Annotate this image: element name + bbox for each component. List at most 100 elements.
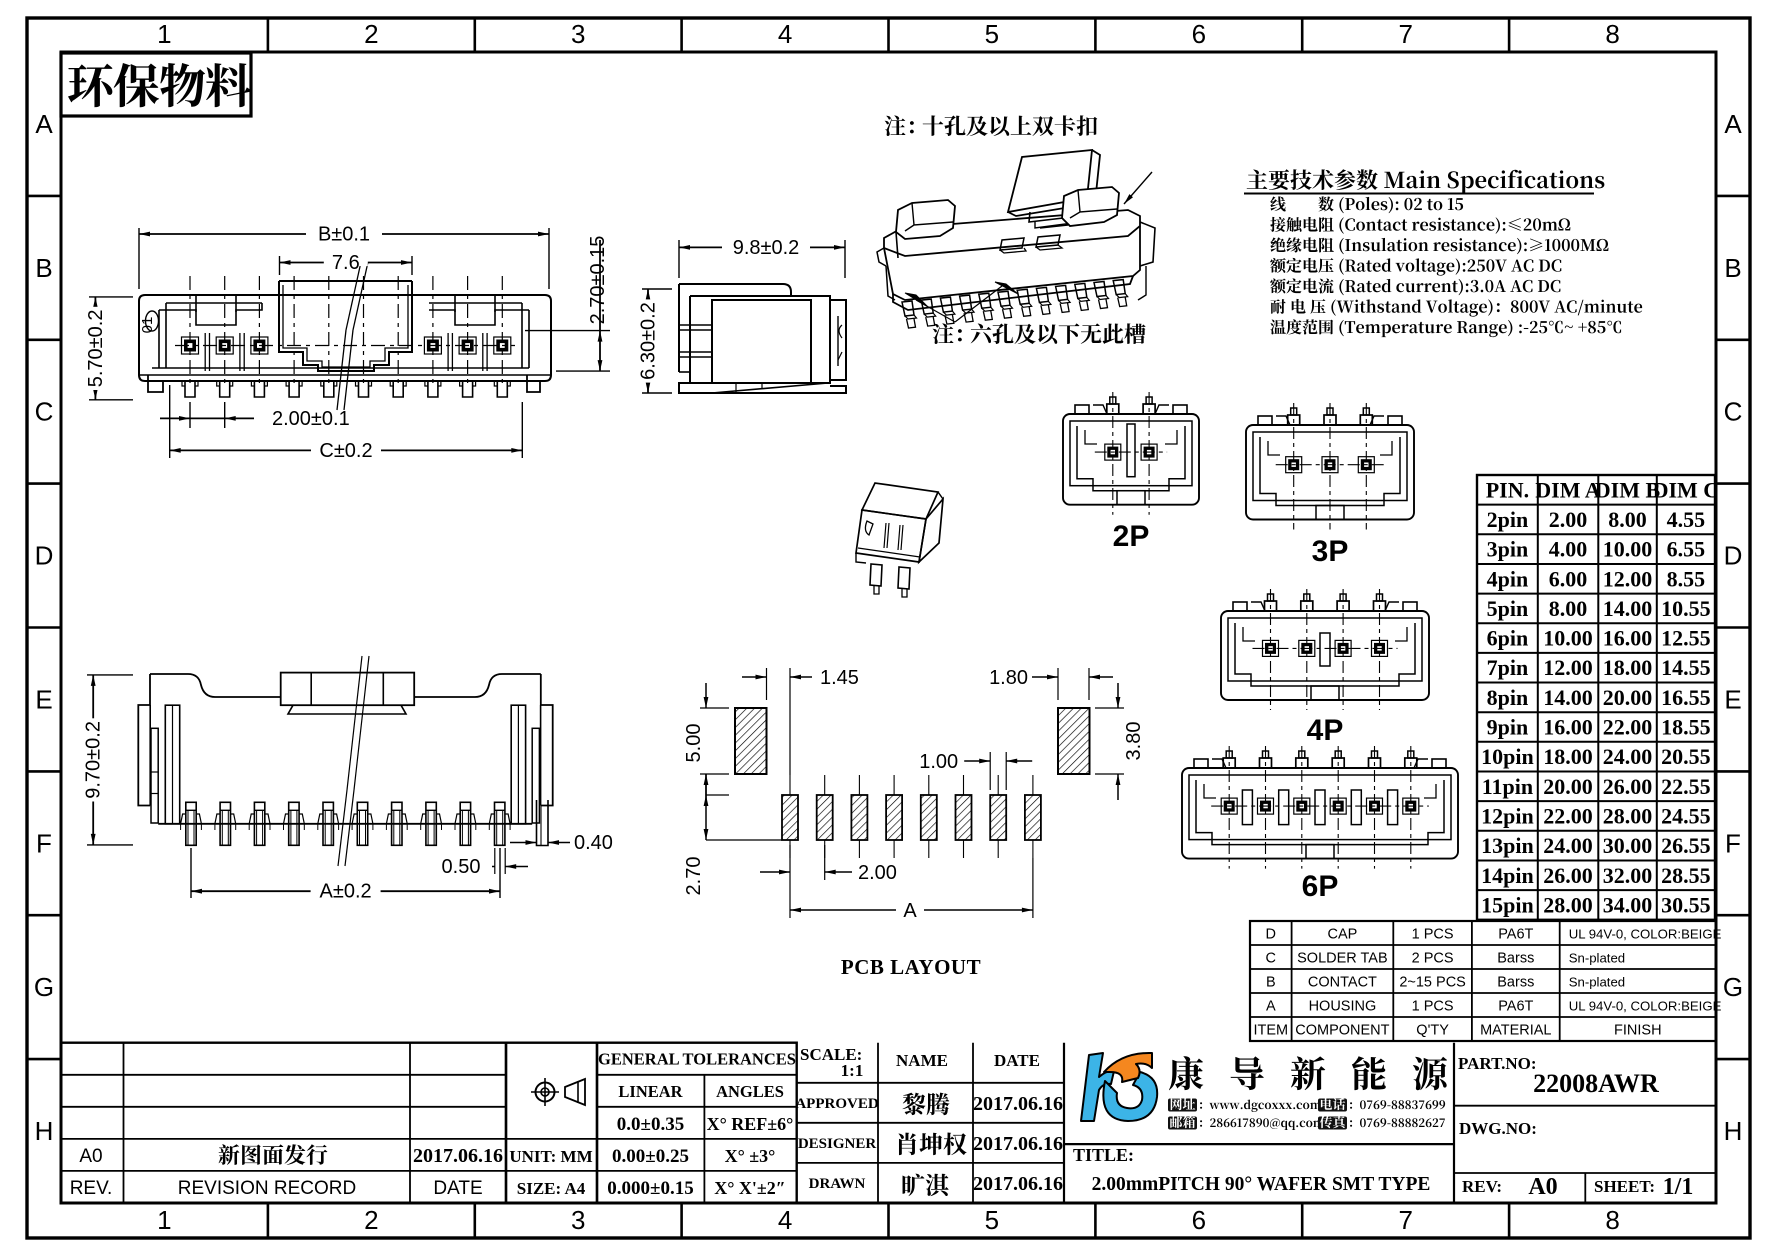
svg-text:NAME: NAME bbox=[896, 1051, 948, 1070]
svg-text:2 PCS: 2 PCS bbox=[1412, 951, 1454, 967]
svg-text:H: H bbox=[35, 1116, 54, 1146]
svg-text:13pin: 13pin bbox=[1481, 833, 1534, 858]
svg-text:34.00: 34.00 bbox=[1603, 892, 1653, 917]
svg-text:15pin: 15pin bbox=[1481, 892, 1534, 917]
svg-text:5.00: 5.00 bbox=[683, 724, 705, 763]
svg-text:HOUSING: HOUSING bbox=[1309, 999, 1377, 1015]
svg-text:PA6T: PA6T bbox=[1498, 927, 1533, 943]
svg-text:D: D bbox=[35, 541, 54, 571]
svg-text:20.55: 20.55 bbox=[1661, 744, 1711, 769]
svg-text:16.00: 16.00 bbox=[1543, 715, 1593, 740]
svg-text:REV:: REV: bbox=[1462, 1177, 1502, 1196]
svg-text:SIZE: A4: SIZE: A4 bbox=[517, 1179, 586, 1198]
svg-text:UL 94V-0, COLOR:BEIGE: UL 94V-0, COLOR:BEIGE bbox=[1569, 927, 1722, 942]
svg-text:PCB LAYOUT: PCB LAYOUT bbox=[841, 955, 981, 979]
svg-text:2: 2 bbox=[364, 19, 378, 49]
svg-text:8: 8 bbox=[1605, 1205, 1619, 1235]
svg-text:C: C bbox=[1266, 951, 1276, 967]
svg-text:2.00: 2.00 bbox=[1549, 507, 1588, 532]
svg-text:C: C bbox=[35, 397, 54, 427]
svg-text:2.00mmPITCH 90° WAFER SMT TYPE: 2.00mmPITCH 90° WAFER SMT TYPE bbox=[1092, 1174, 1431, 1195]
svg-text:22008AWR: 22008AWR bbox=[1533, 1069, 1659, 1098]
svg-text:PART.NO:: PART.NO: bbox=[1458, 1054, 1537, 1073]
svg-text:4pin: 4pin bbox=[1487, 566, 1529, 591]
svg-text:PIN.: PIN. bbox=[1486, 477, 1529, 502]
svg-text:12.00: 12.00 bbox=[1543, 655, 1593, 680]
svg-text:Sn-plated: Sn-plated bbox=[1569, 975, 1625, 990]
svg-text:0.50: 0.50 bbox=[442, 856, 481, 878]
svg-text:DWG.NO:: DWG.NO: bbox=[1459, 1119, 1537, 1138]
svg-text:10.55: 10.55 bbox=[1661, 596, 1711, 621]
svg-text:6pin: 6pin bbox=[1487, 626, 1529, 651]
svg-text:28.00: 28.00 bbox=[1543, 892, 1593, 917]
svg-text:10.00: 10.00 bbox=[1603, 537, 1653, 562]
svg-text:FINISH: FINISH bbox=[1614, 1023, 1662, 1039]
svg-text:14.00: 14.00 bbox=[1543, 685, 1593, 710]
svg-text:6.30±0.2: 6.30±0.2 bbox=[637, 302, 659, 380]
svg-text:PA6T: PA6T bbox=[1498, 999, 1533, 1015]
svg-text:0.40: 0.40 bbox=[574, 832, 613, 854]
svg-text:30.55: 30.55 bbox=[1661, 892, 1711, 917]
svg-text:12pin: 12pin bbox=[1481, 804, 1534, 829]
svg-text:8.55: 8.55 bbox=[1667, 566, 1706, 591]
svg-text:GENERAL TOLERANCES: GENERAL TOLERANCES bbox=[598, 1050, 796, 1069]
svg-text:A±0.2: A±0.2 bbox=[320, 881, 372, 903]
svg-text:Barss: Barss bbox=[1497, 975, 1534, 991]
svg-text:MATERIAL: MATERIAL bbox=[1480, 1023, 1551, 1039]
svg-text:18.55: 18.55 bbox=[1661, 715, 1711, 740]
svg-text:12.55: 12.55 bbox=[1661, 626, 1711, 651]
svg-text:5.70±0.2: 5.70±0.2 bbox=[85, 310, 107, 388]
svg-text:DIM B: DIM B bbox=[1595, 477, 1661, 502]
svg-text:A: A bbox=[903, 900, 917, 922]
svg-text:32.00: 32.00 bbox=[1603, 863, 1653, 888]
svg-text:6.00: 6.00 bbox=[1549, 566, 1588, 591]
svg-text:A: A bbox=[1724, 109, 1742, 139]
svg-text:DIM A: DIM A bbox=[1535, 477, 1601, 502]
svg-text:8: 8 bbox=[1605, 19, 1619, 49]
svg-text:CAP: CAP bbox=[1327, 927, 1357, 943]
svg-text:1/1: 1/1 bbox=[1663, 1174, 1694, 1200]
svg-text:14.55: 14.55 bbox=[1661, 655, 1711, 680]
svg-text:D: D bbox=[1266, 927, 1276, 943]
svg-text:22.55: 22.55 bbox=[1661, 774, 1711, 799]
svg-text:3pin: 3pin bbox=[1487, 537, 1529, 562]
svg-text:2P: 2P bbox=[1113, 520, 1150, 553]
svg-text:3P: 3P bbox=[1312, 535, 1349, 568]
svg-text:UNIT: MM: UNIT: MM bbox=[509, 1147, 592, 1166]
svg-text:SHEET:: SHEET: bbox=[1594, 1177, 1655, 1196]
svg-text:X° REF±6°: X° REF±6° bbox=[707, 1114, 794, 1134]
svg-text:5: 5 bbox=[985, 19, 999, 49]
svg-text:DATE: DATE bbox=[433, 1178, 482, 1199]
svg-text:28.55: 28.55 bbox=[1661, 863, 1711, 888]
svg-text:6.55: 6.55 bbox=[1667, 537, 1706, 562]
svg-text:2: 2 bbox=[364, 1205, 378, 1235]
svg-text:16.00: 16.00 bbox=[1603, 626, 1653, 651]
svg-text:DRAWN: DRAWN bbox=[809, 1176, 866, 1192]
svg-text:4: 4 bbox=[778, 1205, 792, 1235]
svg-text:10pin: 10pin bbox=[1481, 744, 1534, 769]
svg-text:A: A bbox=[35, 109, 53, 139]
svg-text:1: 1 bbox=[157, 1205, 171, 1235]
svg-text:8pin: 8pin bbox=[1487, 685, 1529, 710]
svg-text:3: 3 bbox=[571, 1205, 585, 1235]
svg-text:2017.06.16: 2017.06.16 bbox=[973, 1093, 1063, 1115]
svg-text:7: 7 bbox=[1398, 19, 1412, 49]
svg-text:20.00: 20.00 bbox=[1603, 685, 1653, 710]
svg-text:5: 5 bbox=[985, 1205, 999, 1235]
svg-text:3.80: 3.80 bbox=[1123, 722, 1145, 761]
svg-text:APPROVED: APPROVED bbox=[795, 1096, 878, 1112]
svg-text:22.00: 22.00 bbox=[1603, 715, 1653, 740]
svg-text:G: G bbox=[34, 972, 54, 1002]
svg-text:ITEM: ITEM bbox=[1253, 1023, 1288, 1039]
svg-text:24.00: 24.00 bbox=[1603, 744, 1653, 769]
svg-text:4P: 4P bbox=[1307, 714, 1344, 747]
svg-text:Sn-plated: Sn-plated bbox=[1569, 951, 1625, 966]
svg-text:F: F bbox=[1725, 828, 1741, 858]
svg-text:C±0.2: C±0.2 bbox=[319, 440, 372, 462]
svg-text:12.00: 12.00 bbox=[1603, 566, 1653, 591]
svg-text:26.00: 26.00 bbox=[1543, 863, 1593, 888]
svg-text:2017.06.16: 2017.06.16 bbox=[973, 1133, 1063, 1155]
svg-text:9.70±0.2: 9.70±0.2 bbox=[83, 721, 105, 799]
svg-text:4.00: 4.00 bbox=[1549, 537, 1588, 562]
svg-text:DESIGNER: DESIGNER bbox=[798, 1136, 877, 1152]
